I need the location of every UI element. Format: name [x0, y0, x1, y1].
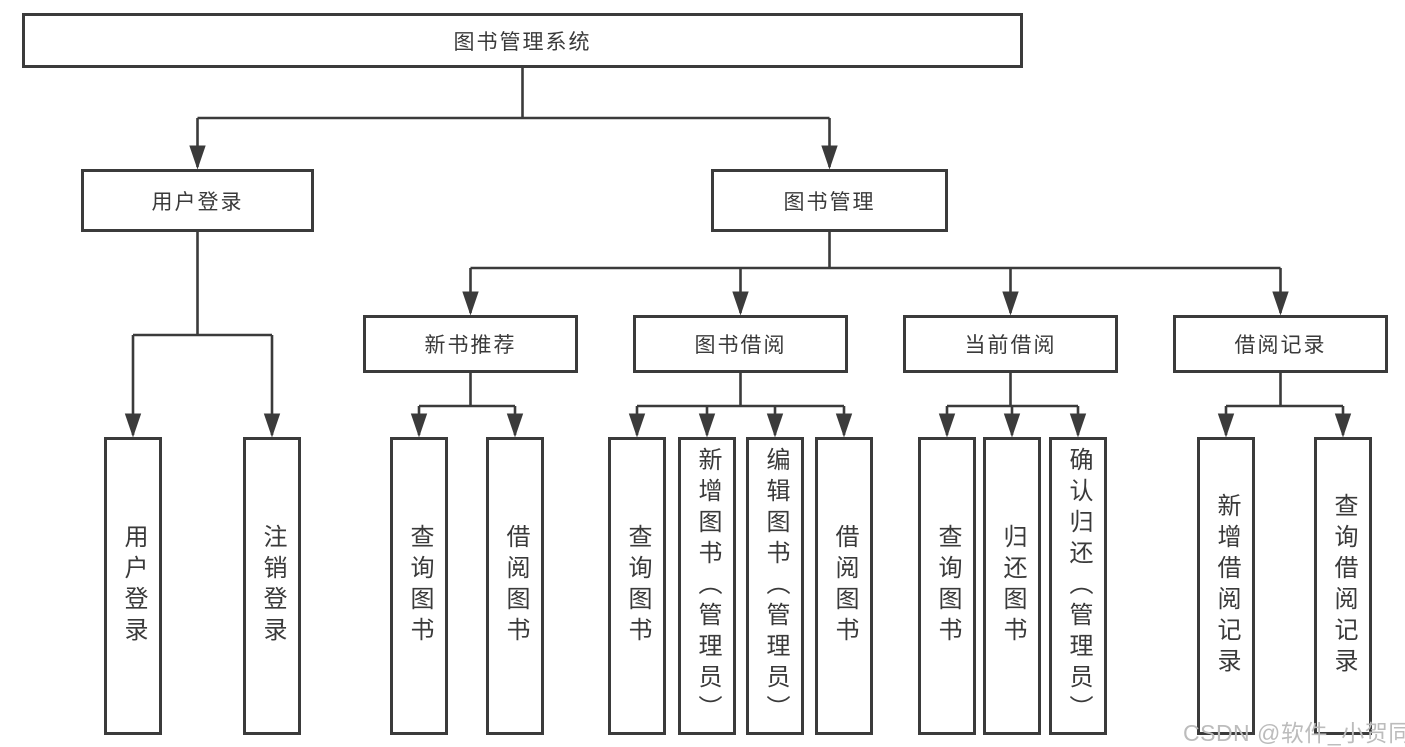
leaf-borrowing-borrow-books: 借阅图书 [815, 437, 873, 735]
arrowhead-icon [1003, 413, 1021, 438]
arrowhead-icon [821, 145, 838, 170]
leaf-current-return-books: 归还图书 [983, 437, 1041, 735]
leaf-user-login: 用户登录 [104, 437, 162, 735]
arrowhead-icon [1069, 413, 1087, 438]
node-label: 查询图书 [624, 524, 651, 648]
node-label: 图书管理 [783, 190, 876, 214]
node-label: 图书借阅 [694, 334, 787, 357]
node-current-borrowing: 当前借阅 [903, 315, 1118, 373]
leaf-borrowing-add-books-admin: 新增图书（管理员） [678, 437, 736, 735]
arrowhead-icon [263, 413, 281, 438]
leaf-borrowing-query-books: 查询图书 [608, 437, 666, 735]
node-user-login: 用户登录 [81, 169, 314, 232]
node-label: 用户登录 [120, 524, 147, 648]
leaf-newbooks-query-books: 查询图书 [390, 437, 448, 735]
leaf-records-query-borrow-record: 查询借阅记录 [1314, 437, 1372, 735]
leaf-current-confirm-return-admin: 确认归还（管理员） [1049, 437, 1107, 735]
arrowhead-icon [732, 291, 749, 316]
connector-records [1217, 373, 1352, 438]
node-label: 查询借阅记录 [1330, 493, 1357, 679]
connector-borrowing [628, 373, 853, 438]
connector-root-to-level2 [189, 68, 838, 170]
connector-new-books [410, 373, 524, 438]
arrowhead-icon [628, 413, 646, 438]
node-library-management-system: 图书管理系统 [22, 13, 1023, 68]
leaf-logout: 注销登录 [243, 437, 301, 735]
node-label: 用户登录 [151, 190, 244, 214]
node-book-borrowing: 图书借阅 [633, 315, 848, 373]
arrowhead-icon [189, 145, 206, 170]
node-label: 确认归还（管理员） [1065, 446, 1092, 726]
arrowhead-icon [506, 413, 524, 438]
node-label: 新增图书（管理员） [694, 446, 721, 726]
leaf-records-add-borrow-record: 新增借阅记录 [1197, 437, 1255, 735]
arrowhead-icon [698, 413, 716, 438]
node-new-book-recommendation: 新书推荐 [363, 315, 578, 373]
arrowhead-icon [766, 413, 784, 438]
node-label: 借阅记录 [1234, 334, 1327, 357]
arrowhead-icon [1217, 413, 1235, 438]
node-label: 借阅图书 [502, 524, 529, 648]
node-label: 图书管理系统 [453, 30, 592, 54]
node-label: 查询图书 [934, 524, 961, 648]
node-label: 借阅图书 [831, 524, 858, 648]
arrowhead-icon [1002, 291, 1019, 316]
node-borrowing-records: 借阅记录 [1173, 315, 1388, 373]
arrowhead-icon [1334, 413, 1352, 438]
arrowhead-icon [462, 291, 479, 316]
watermark: CSDN @软件_小贺同学 [1183, 720, 1405, 746]
connector-user-login [124, 232, 281, 438]
node-label: 注销登录 [259, 524, 286, 648]
arrowhead-icon [1272, 291, 1289, 316]
arrowhead-icon [124, 413, 142, 438]
node-label: 当前借阅 [964, 334, 1057, 357]
node-label: 编辑图书（管理员） [762, 446, 789, 726]
node-book-management: 图书管理 [711, 169, 948, 232]
connector-current [938, 373, 1087, 438]
node-label: 查询图书 [406, 524, 433, 648]
connector-book-mgmt [462, 232, 1289, 316]
leaf-newbooks-borrow-books: 借阅图书 [486, 437, 544, 735]
node-label: 新增借阅记录 [1213, 493, 1240, 679]
arrowhead-icon [835, 413, 853, 438]
leaf-borrowing-edit-books-admin: 编辑图书（管理员） [746, 437, 804, 735]
arrowhead-icon [410, 413, 428, 438]
node-label: 归还图书 [999, 524, 1026, 648]
arrowhead-icon [938, 413, 956, 438]
node-label: 新书推荐 [424, 334, 517, 357]
leaf-current-query-books: 查询图书 [918, 437, 976, 735]
